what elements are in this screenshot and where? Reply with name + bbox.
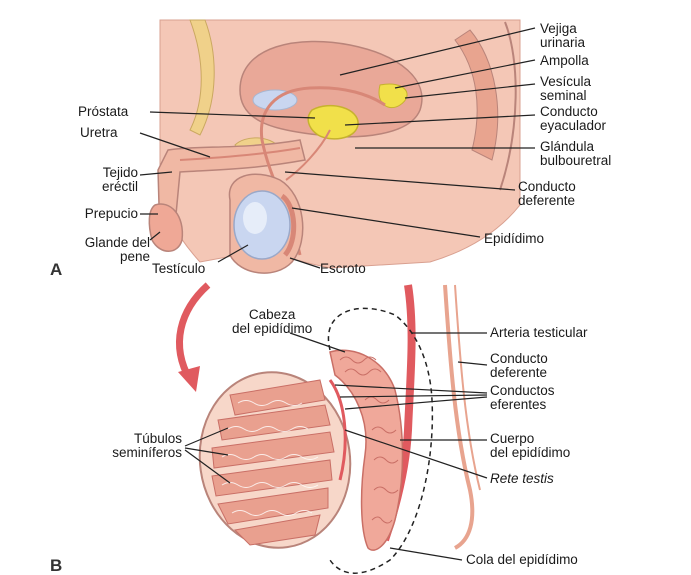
label-line: deferente xyxy=(518,194,576,208)
label-prostata: Próstata xyxy=(78,105,128,119)
label-line: Prepucio xyxy=(20,207,138,221)
label-cola: Cola del epidídimo xyxy=(466,553,578,567)
label-line: bulbouretral xyxy=(540,154,611,168)
label-epididimo: Epidídimo xyxy=(484,232,544,246)
zoom-arrow xyxy=(180,285,208,380)
label-line: seminal xyxy=(540,89,591,103)
label-line: Arteria testicular xyxy=(490,326,588,340)
label-line: Ampolla xyxy=(540,54,589,68)
label-line: deferente xyxy=(490,366,548,380)
label-tubulos: Túbulos seminíferos xyxy=(70,432,182,460)
prostate xyxy=(308,106,358,139)
label-line: Glándula xyxy=(540,140,611,154)
label-ampolla: Ampolla xyxy=(540,54,589,68)
label-line: Rete testis xyxy=(490,472,554,486)
label-glandula: Glándula bulbouretral xyxy=(540,140,611,168)
label-line: Epidídimo xyxy=(484,232,544,246)
label-line: Vesícula xyxy=(540,75,591,89)
label-line: Glande del xyxy=(40,236,150,250)
label-conducto-deferente-b: Conducto deferente xyxy=(490,352,548,380)
label-line: eferentes xyxy=(490,398,555,412)
label-line: Tejido xyxy=(40,166,138,180)
label-prepucio: Prepucio xyxy=(20,207,138,221)
label-line: Uretra xyxy=(80,126,118,140)
label-line: Cuerpo xyxy=(490,432,570,446)
label-vejiga: Vejiga urinaria xyxy=(540,22,585,50)
label-line: Testículo xyxy=(152,262,205,276)
label-rete: Rete testis xyxy=(490,472,554,486)
label-escroto: Escroto xyxy=(320,262,366,276)
label-line: Conducto xyxy=(490,352,548,366)
label-line: Conductos xyxy=(490,384,555,398)
label-line: eyaculador xyxy=(540,119,606,133)
label-line: del epidídimo xyxy=(490,446,570,460)
label-arteria: Arteria testicular xyxy=(490,326,588,340)
label-vesicula: Vesícula seminal xyxy=(540,75,591,103)
label-testiculo: Testículo xyxy=(152,262,205,276)
panel-b-letter: B xyxy=(50,556,62,575)
panel-b-drawing xyxy=(178,285,487,573)
label-line: Conducto xyxy=(540,105,606,119)
label-cabeza: Cabeza del epidídimo xyxy=(232,308,312,336)
label-line: urinaria xyxy=(540,36,585,50)
label-line: del epidídimo xyxy=(232,322,312,336)
label-line: Cabeza xyxy=(232,308,312,322)
label-line: Vejiga xyxy=(540,22,585,36)
label-line: Cola del epidídimo xyxy=(466,553,578,567)
label-cuerpo: Cuerpo del epidídimo xyxy=(490,432,570,460)
label-conducto-eyaculador: Conducto eyaculador xyxy=(540,105,606,133)
label-tejido: Tejido eréctil xyxy=(40,166,138,194)
label-line: Conducto xyxy=(518,180,576,194)
panel-a-drawing xyxy=(140,20,535,273)
label-line: Próstata xyxy=(78,105,128,119)
label-eferentes: Conductos eferentes xyxy=(490,384,555,412)
label-conducto-deferente-a: Conducto deferente xyxy=(518,180,576,208)
label-uretra: Uretra xyxy=(80,126,118,140)
panel-a-letter: A xyxy=(50,260,62,280)
label-line: seminíferos xyxy=(70,446,182,460)
label-line: Túbulos xyxy=(70,432,182,446)
label-line: Escroto xyxy=(320,262,366,276)
label-line: eréctil xyxy=(40,180,138,194)
